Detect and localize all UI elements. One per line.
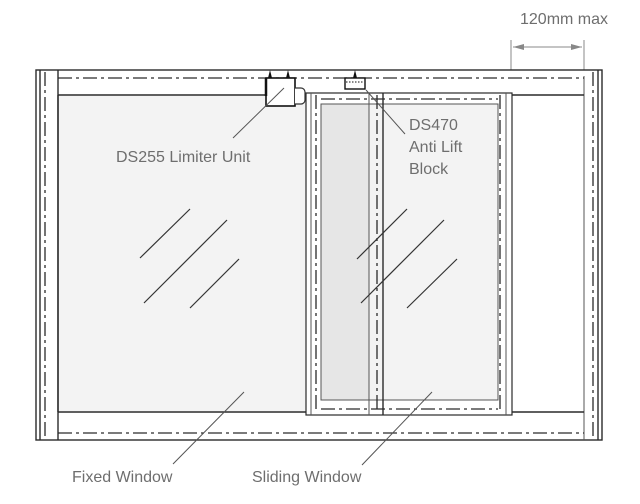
leader-lines <box>172 87 433 466</box>
fixed-window-glass <box>59 96 308 411</box>
label-ds470-line2: Anti Lift <box>409 139 463 156</box>
sliding-sash-shaded <box>320 103 370 401</box>
label-ds470-line3: Block <box>409 161 449 178</box>
dimension-label: 120mm max <box>520 11 608 28</box>
label-ds255-limiter: DS255 Limiter Unit <box>116 149 251 166</box>
label-ds470-line1: DS470 <box>409 117 458 134</box>
label-sliding-window: Sliding Window <box>252 469 362 486</box>
ds470-anti-lift-block <box>344 70 366 90</box>
arrow-right-icon <box>571 44 582 50</box>
fixed-glass-hatch <box>139 208 240 309</box>
sliding-glass-hatch <box>356 208 458 309</box>
sliding-window <box>305 92 513 416</box>
label-fixed-window: Fixed Window <box>72 469 173 486</box>
arrow-left-icon <box>513 44 524 50</box>
